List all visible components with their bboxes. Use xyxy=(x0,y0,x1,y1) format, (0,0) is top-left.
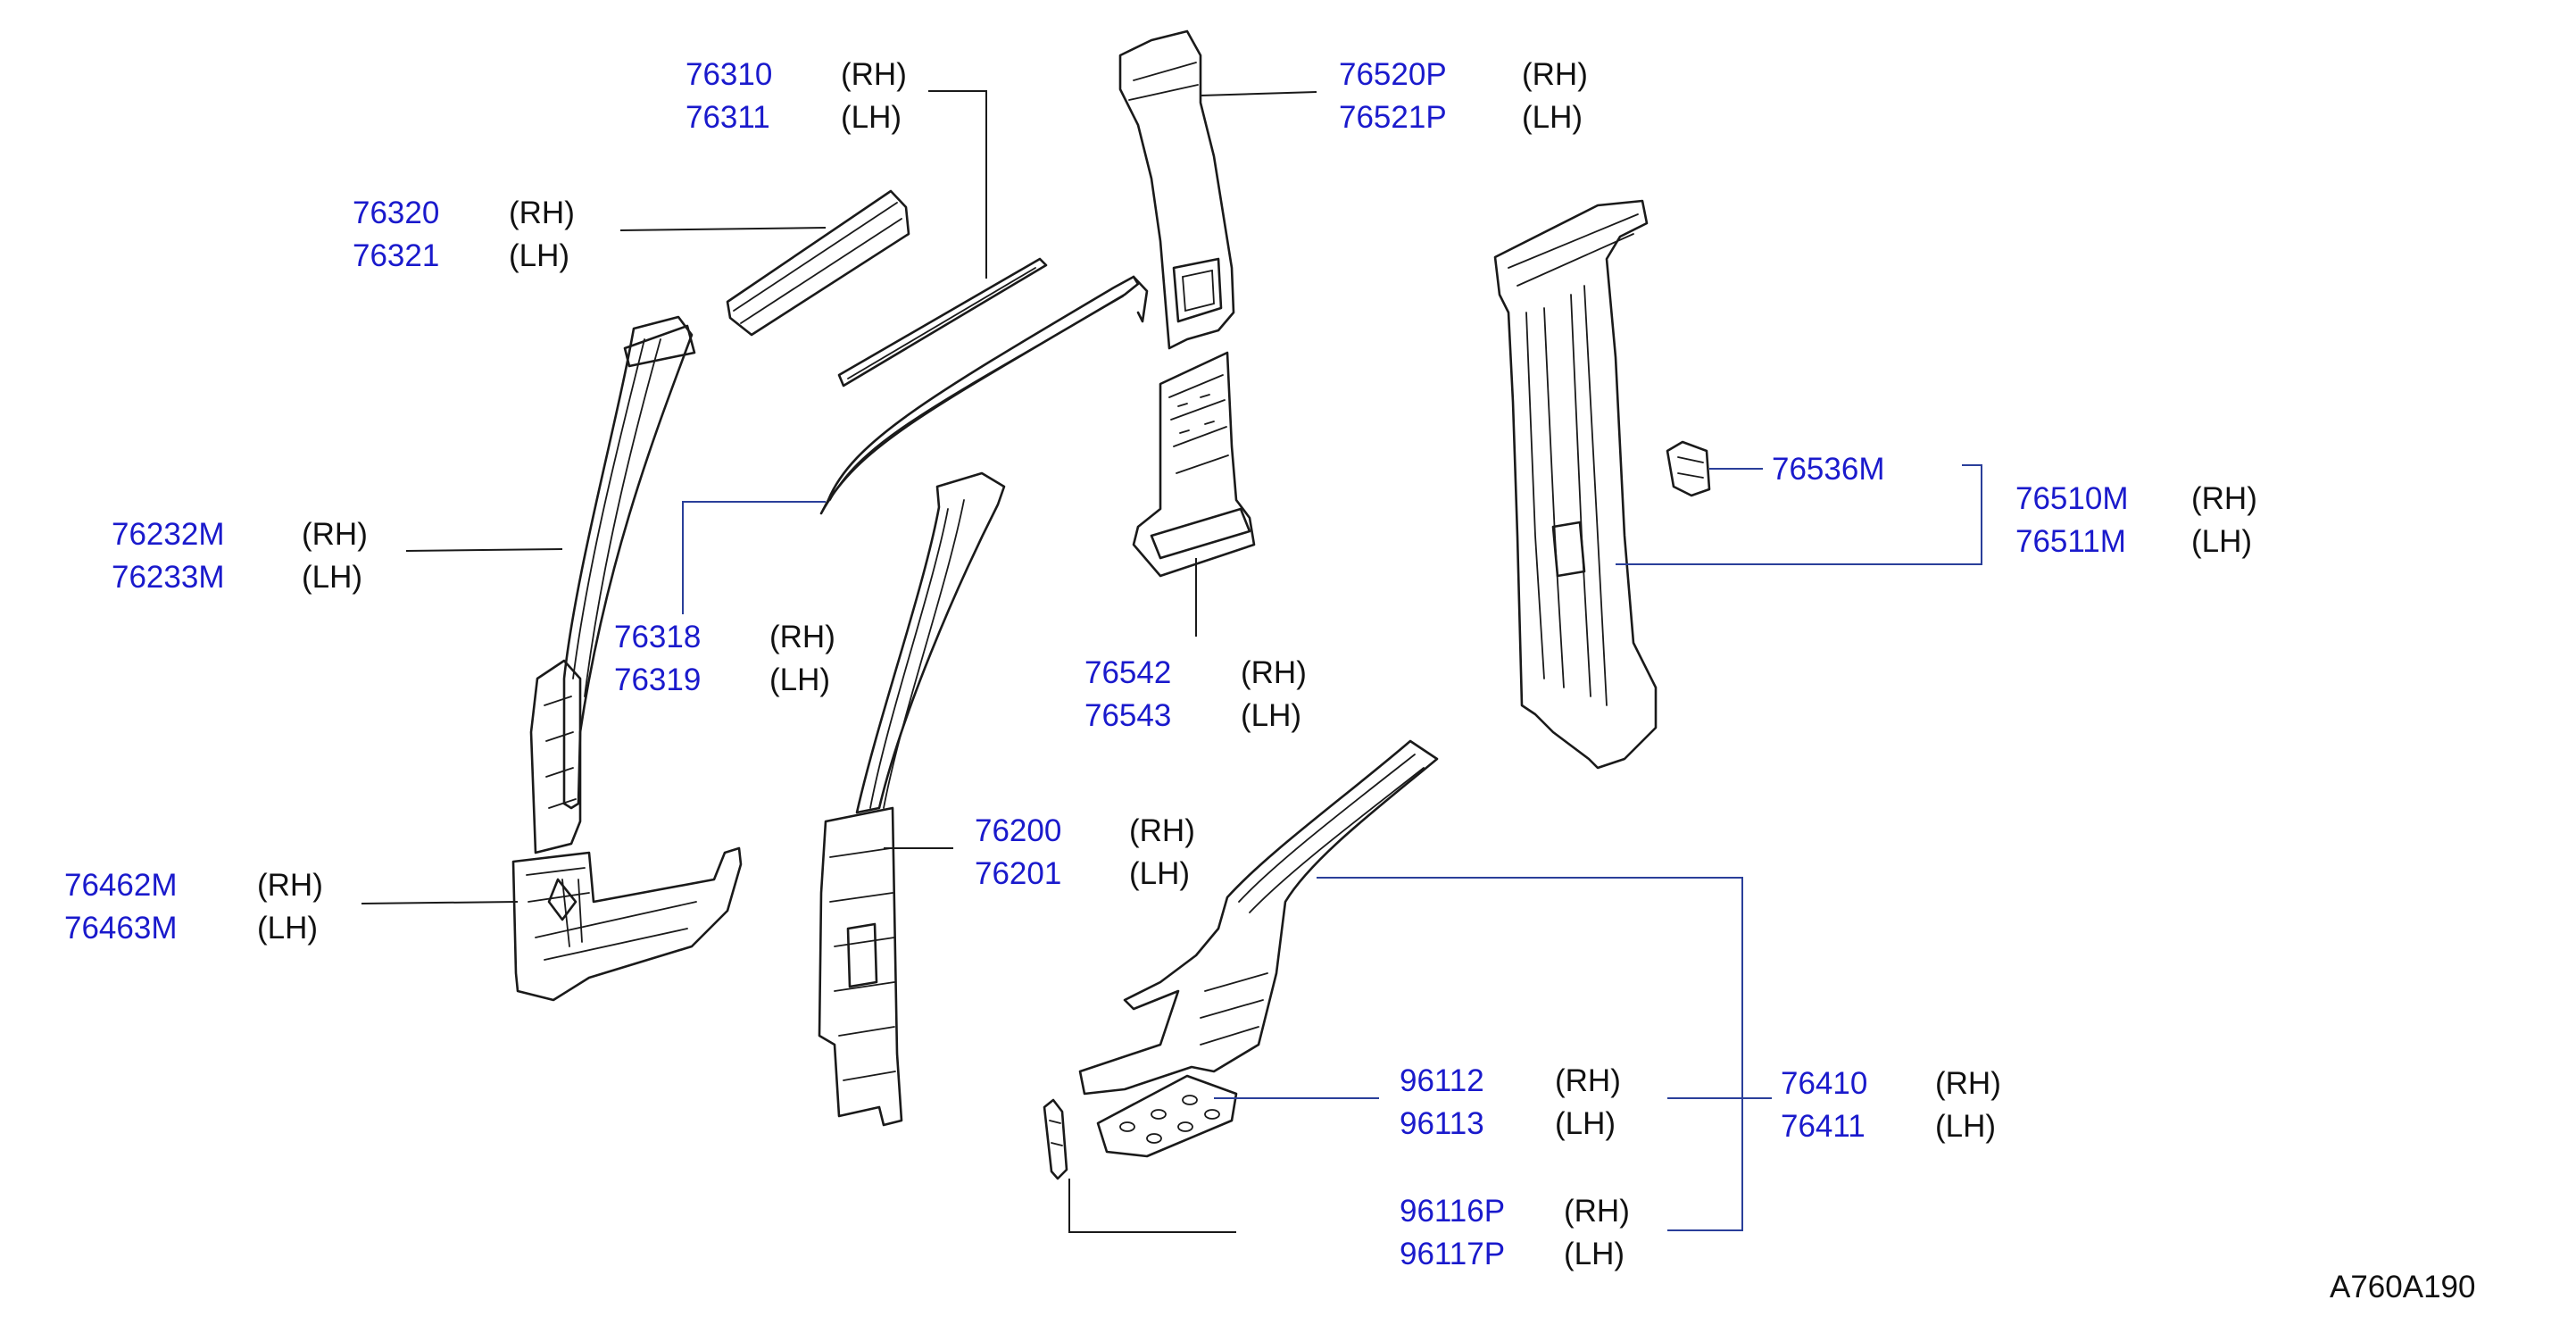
part-76320-drawing xyxy=(726,189,910,337)
part-96112-drawing xyxy=(1096,1074,1238,1158)
part-number-96117P: 96117P xyxy=(1400,1237,1505,1271)
part-76542-drawing xyxy=(1132,351,1256,578)
side-76510M: (RH) xyxy=(2191,481,2257,516)
leader-76318 xyxy=(682,501,826,614)
part-number-76233M: 76233M xyxy=(112,560,224,595)
side-76542: (RH) xyxy=(1241,655,1307,690)
leader-76410 xyxy=(1317,877,1743,1231)
part-number-76511M: 76511M xyxy=(2015,524,2126,559)
part-76200-drawing xyxy=(818,471,1006,1127)
leader-76462M xyxy=(361,901,519,904)
side-76310: (RH) xyxy=(841,57,907,92)
side-76200: (RH) xyxy=(1129,813,1195,848)
side-76520P: (RH) xyxy=(1522,57,1588,92)
side-96112: (RH) xyxy=(1555,1063,1621,1098)
part-76462M-drawing xyxy=(511,846,743,1002)
side-96116P: (RH) xyxy=(1564,1194,1630,1229)
part-number-76410: 76410 xyxy=(1781,1066,1867,1101)
part-76318-drawing xyxy=(819,275,1149,515)
part-number-76543: 76543 xyxy=(1084,698,1171,733)
part-number-76521P: 76521P xyxy=(1339,100,1447,135)
side-76311: (LH) xyxy=(841,100,902,135)
side-76511M: (LH) xyxy=(2191,524,2252,559)
part-number-76411: 76411 xyxy=(1781,1109,1866,1144)
side-76463M: (LH) xyxy=(257,911,318,946)
part-96116P-drawing xyxy=(1043,1098,1068,1180)
part-number-76321: 76321 xyxy=(353,238,439,273)
callout-labels: 76310 (RH) 76311 (LH) 76320 (RH) 76321 (… xyxy=(64,57,2475,1304)
part-number-76310: 76310 xyxy=(686,57,772,92)
part-number-76319: 76319 xyxy=(614,662,701,697)
part-number-76462M: 76462M xyxy=(64,868,177,903)
leader-76510M xyxy=(1616,464,1982,565)
part-76232M-drawing xyxy=(529,315,696,854)
diagram-code: A760A190 xyxy=(2330,1270,2475,1304)
side-76318: (RH) xyxy=(769,620,835,654)
part-76410-drawing xyxy=(1078,739,1439,1096)
leader-76320 xyxy=(619,227,827,231)
side-76543: (LH) xyxy=(1241,698,1301,733)
part-number-96116P: 96116P xyxy=(1400,1194,1505,1229)
side-76233M: (LH) xyxy=(302,560,362,595)
side-76319: (LH) xyxy=(769,662,830,697)
side-76462M: (RH) xyxy=(257,868,323,903)
part-number-96113: 96113 xyxy=(1400,1106,1484,1141)
part-76536M-drawing xyxy=(1666,440,1711,497)
part-76310-drawing xyxy=(837,257,1048,388)
part-number-76201: 76201 xyxy=(975,856,1061,891)
side-76320: (RH) xyxy=(509,196,575,230)
leader-lines xyxy=(361,90,1982,1233)
side-76410: (RH) xyxy=(1935,1066,2001,1101)
side-96117P: (LH) xyxy=(1564,1237,1625,1271)
part-number-76200: 76200 xyxy=(975,813,1061,848)
part-number-76232M: 76232M xyxy=(112,517,224,552)
side-76232M: (RH) xyxy=(302,517,368,552)
leader-76310 xyxy=(928,90,987,279)
part-number-76542: 76542 xyxy=(1084,655,1171,690)
side-76411: (LH) xyxy=(1935,1109,1996,1144)
part-76520P-drawing xyxy=(1118,29,1235,350)
leader-96116P xyxy=(1068,1179,1236,1233)
part-number-96112: 96112 xyxy=(1400,1063,1484,1098)
leader-76520P xyxy=(1200,91,1317,96)
part-number-76510M: 76510M xyxy=(2015,481,2128,516)
part-number-76520P: 76520P xyxy=(1339,57,1447,92)
leader-76232M xyxy=(405,548,563,552)
part-number-76536M: 76536M xyxy=(1772,452,1884,487)
part-number-76463M: 76463M xyxy=(64,911,177,946)
side-76321: (LH) xyxy=(509,238,569,273)
side-76521P: (LH) xyxy=(1522,100,1583,135)
part-76510M-drawing xyxy=(1493,199,1658,770)
side-76201: (LH) xyxy=(1129,856,1190,891)
part-number-76318: 76318 xyxy=(614,620,701,654)
part-number-76311: 76311 xyxy=(686,100,770,135)
part-number-76320: 76320 xyxy=(353,196,439,230)
side-96113: (LH) xyxy=(1555,1106,1616,1141)
